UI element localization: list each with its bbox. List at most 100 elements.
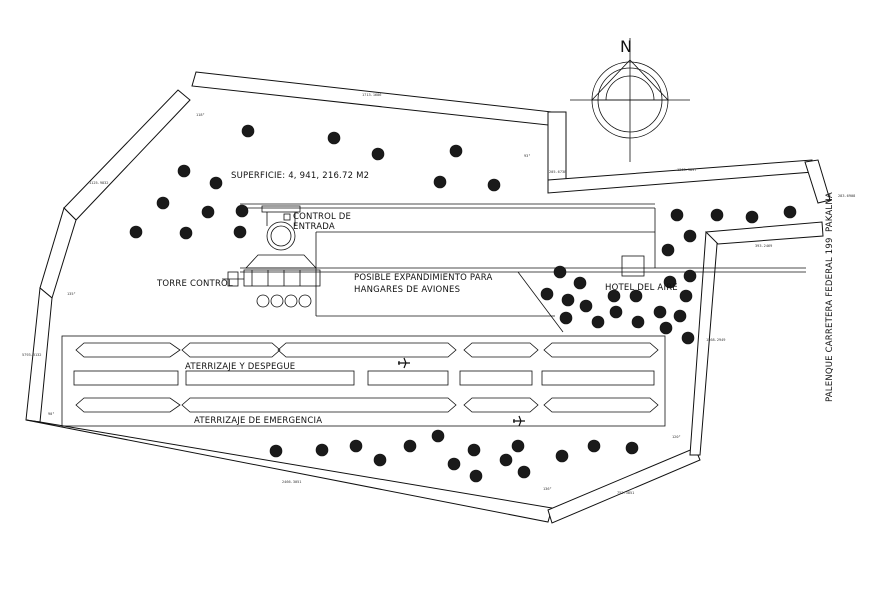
tree-icon [587,439,601,453]
control-entrance-label-1: CONTROL DE [293,212,351,222]
control-entrance-label-2: ENTRADA [293,222,335,232]
wall-right [689,231,719,456]
svg-text:752.3851: 752.3851 [617,491,634,495]
pakalna-label: PAKALNA [825,192,835,232]
runway-emergency-label: ATERRIZAJE DE EMERGENCIA [194,416,322,426]
tree-icon [661,243,675,257]
internal-roads [240,203,806,333]
tree-icon [540,287,554,301]
tree-icon [209,176,223,190]
tree-icon [349,439,363,453]
tree-icon [129,225,143,239]
tree-icon [745,210,759,224]
tree-icon [607,289,621,303]
svg-text:1125.9832: 1125.9832 [89,181,108,185]
svg-text:136°: 136° [543,487,552,491]
wall-road-lower [704,221,824,245]
wall-left-upper [39,207,77,299]
tree-icon [559,311,573,325]
highway-label: PALENQUE CARRETERA FEDERAL 199 [825,237,835,402]
tree-icon [235,204,249,218]
svg-text:93°: 93° [524,154,531,158]
tree-icon [670,208,684,222]
airplane-icon [513,415,525,427]
north-arrow: N [570,37,690,162]
tree-icon [679,289,693,303]
tree-icon [177,164,191,178]
runway-complex [61,335,666,427]
svg-text:393.2469: 393.2469 [755,244,772,248]
tree-icon [517,465,531,479]
svg-text:283.6908: 283.6908 [838,194,855,198]
tree-icon [629,289,643,303]
tree-icon [373,453,387,467]
tree-icon [499,453,513,467]
tree-icon [681,331,695,345]
perimeter-wall [25,71,831,524]
trees [129,124,797,483]
tree-icon [469,469,483,483]
runway-main-label: ATERRIZAJE Y DESPEGUE [185,362,295,372]
tree-icon [659,321,673,335]
tree-icon [431,429,445,443]
tree-icon [683,269,697,283]
tree-icon [233,225,247,239]
wall-top [191,71,553,126]
tree-icon [710,208,724,222]
tree-icon [783,205,797,219]
svg-text:90°: 90° [48,412,55,416]
tree-icon [467,443,481,457]
svg-text:120°: 120° [672,435,681,439]
tree-icon [573,276,587,290]
tree-icon [555,449,569,463]
control-tower-label: TORRE CONTROL [156,279,233,289]
tree-icon [609,305,623,319]
tree-icon [156,196,170,210]
tree-icon [683,229,697,243]
area-label: SUPERFICIE: 4, 941, 216.72 M2 [231,171,369,181]
tree-icon [371,147,385,161]
svg-text:118°: 118° [196,113,205,117]
dimension-annotations: 1713.1686 205.6738 1363.9897 283.6908 39… [22,93,855,495]
svg-text:1713.1686: 1713.1686 [362,93,381,97]
tree-icon [327,131,341,145]
tree-icon [591,315,605,329]
tree-icon [447,457,461,471]
hotel-label: HOTEL DEL AIRE [605,283,678,293]
tree-icon [625,441,639,455]
tree-icon [631,315,645,329]
north-label: N [620,37,632,56]
runway-area [61,335,666,427]
tree-icon [579,299,593,313]
svg-text:2466.3051: 2466.3051 [282,480,301,484]
wall-road-edge [547,159,814,194]
svg-text:135°: 135° [67,292,76,296]
tree-icon [315,443,329,457]
expansion-label-2: HANGARES DE AVIONES [354,285,460,295]
tree-icon [511,439,525,453]
wall-road-end [804,159,831,204]
tree-icon [673,309,687,323]
tree-icon [269,444,283,458]
tree-icon [241,124,255,138]
wall-bottom-right [547,447,701,524]
tree-icon [653,305,667,319]
tree-icon [487,178,501,192]
tree-icon [663,275,677,289]
tree-icon [403,439,417,453]
expansion-label-1: POSIBLE EXPANDIMIENTO PARA [354,273,493,283]
svg-text:1568.2949: 1568.2949 [706,338,725,342]
svg-text:1363.9897: 1363.9897 [677,168,696,172]
tree-icon [449,144,463,158]
control-tower-building [222,205,321,308]
airplane-icon [398,357,410,369]
wall-top-right-corner [547,111,567,189]
tree-icon [179,226,193,240]
tree-icon [553,265,567,279]
tree-icon [201,205,215,219]
svg-text:5793.3132: 5793.3132 [22,353,41,357]
tree-icon [561,293,575,307]
wall-top-left [63,89,191,221]
tree-icon [433,175,447,189]
